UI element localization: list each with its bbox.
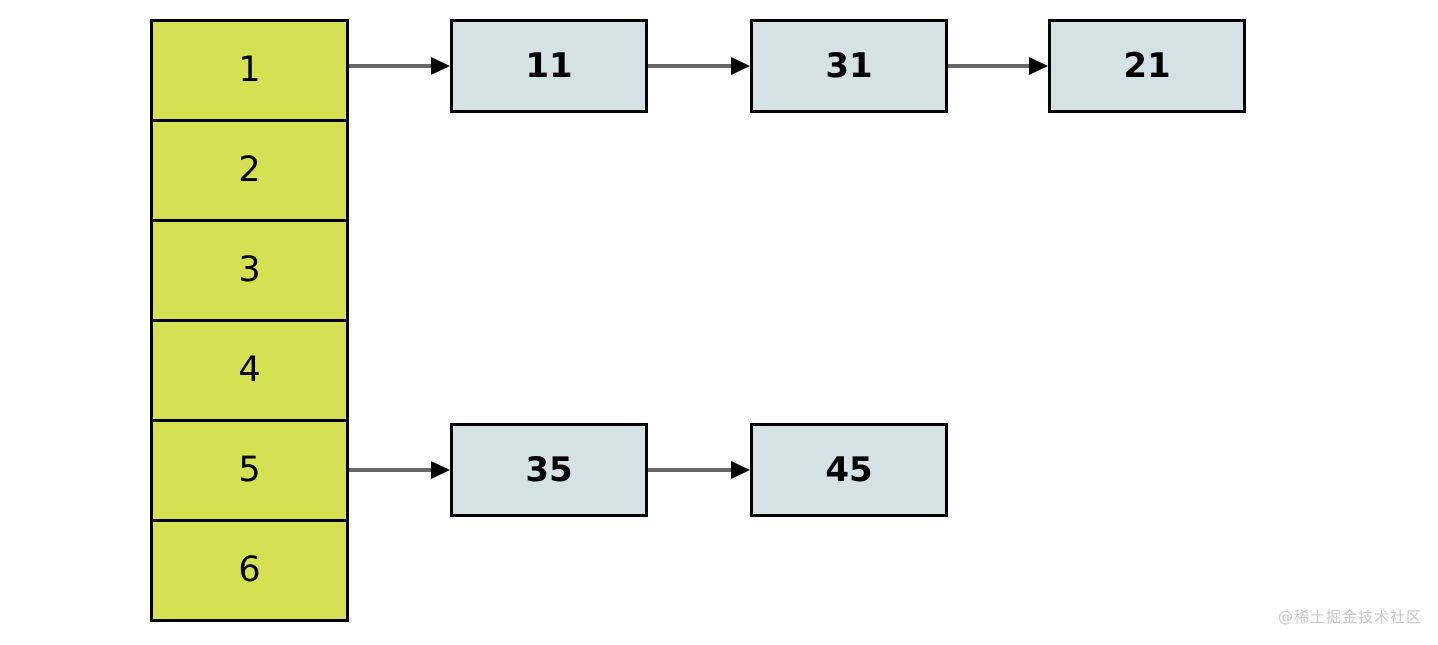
bucket-cell-3: 3: [153, 222, 346, 322]
chain-node-31: 31: [750, 19, 948, 113]
watermark-text: @稀土掘金技术社区: [1277, 608, 1422, 626]
bucket-cell-5: 5: [153, 422, 346, 522]
arrow-bucket1-to-node-11: [349, 55, 450, 77]
arrow-node-35-to-node-45: [648, 459, 750, 481]
chain-node-45: 45: [750, 423, 948, 517]
chain-node-11: 11: [450, 19, 648, 113]
arrow-bucket5-to-node-35: [349, 459, 450, 481]
bucket-cell-6: 6: [153, 522, 346, 622]
chain-node-35: 35: [450, 423, 648, 517]
bucket-cell-2: 2: [153, 122, 346, 222]
arrow-node-31-to-node-21: [948, 55, 1048, 77]
bucket-cell-4: 4: [153, 322, 346, 422]
bucket-cell-1: 1: [153, 22, 346, 122]
bucket-column: 1 2 3 4 5 6: [150, 19, 349, 622]
arrow-node-11-to-node-31: [648, 55, 750, 77]
chain-node-21: 21: [1048, 19, 1246, 113]
